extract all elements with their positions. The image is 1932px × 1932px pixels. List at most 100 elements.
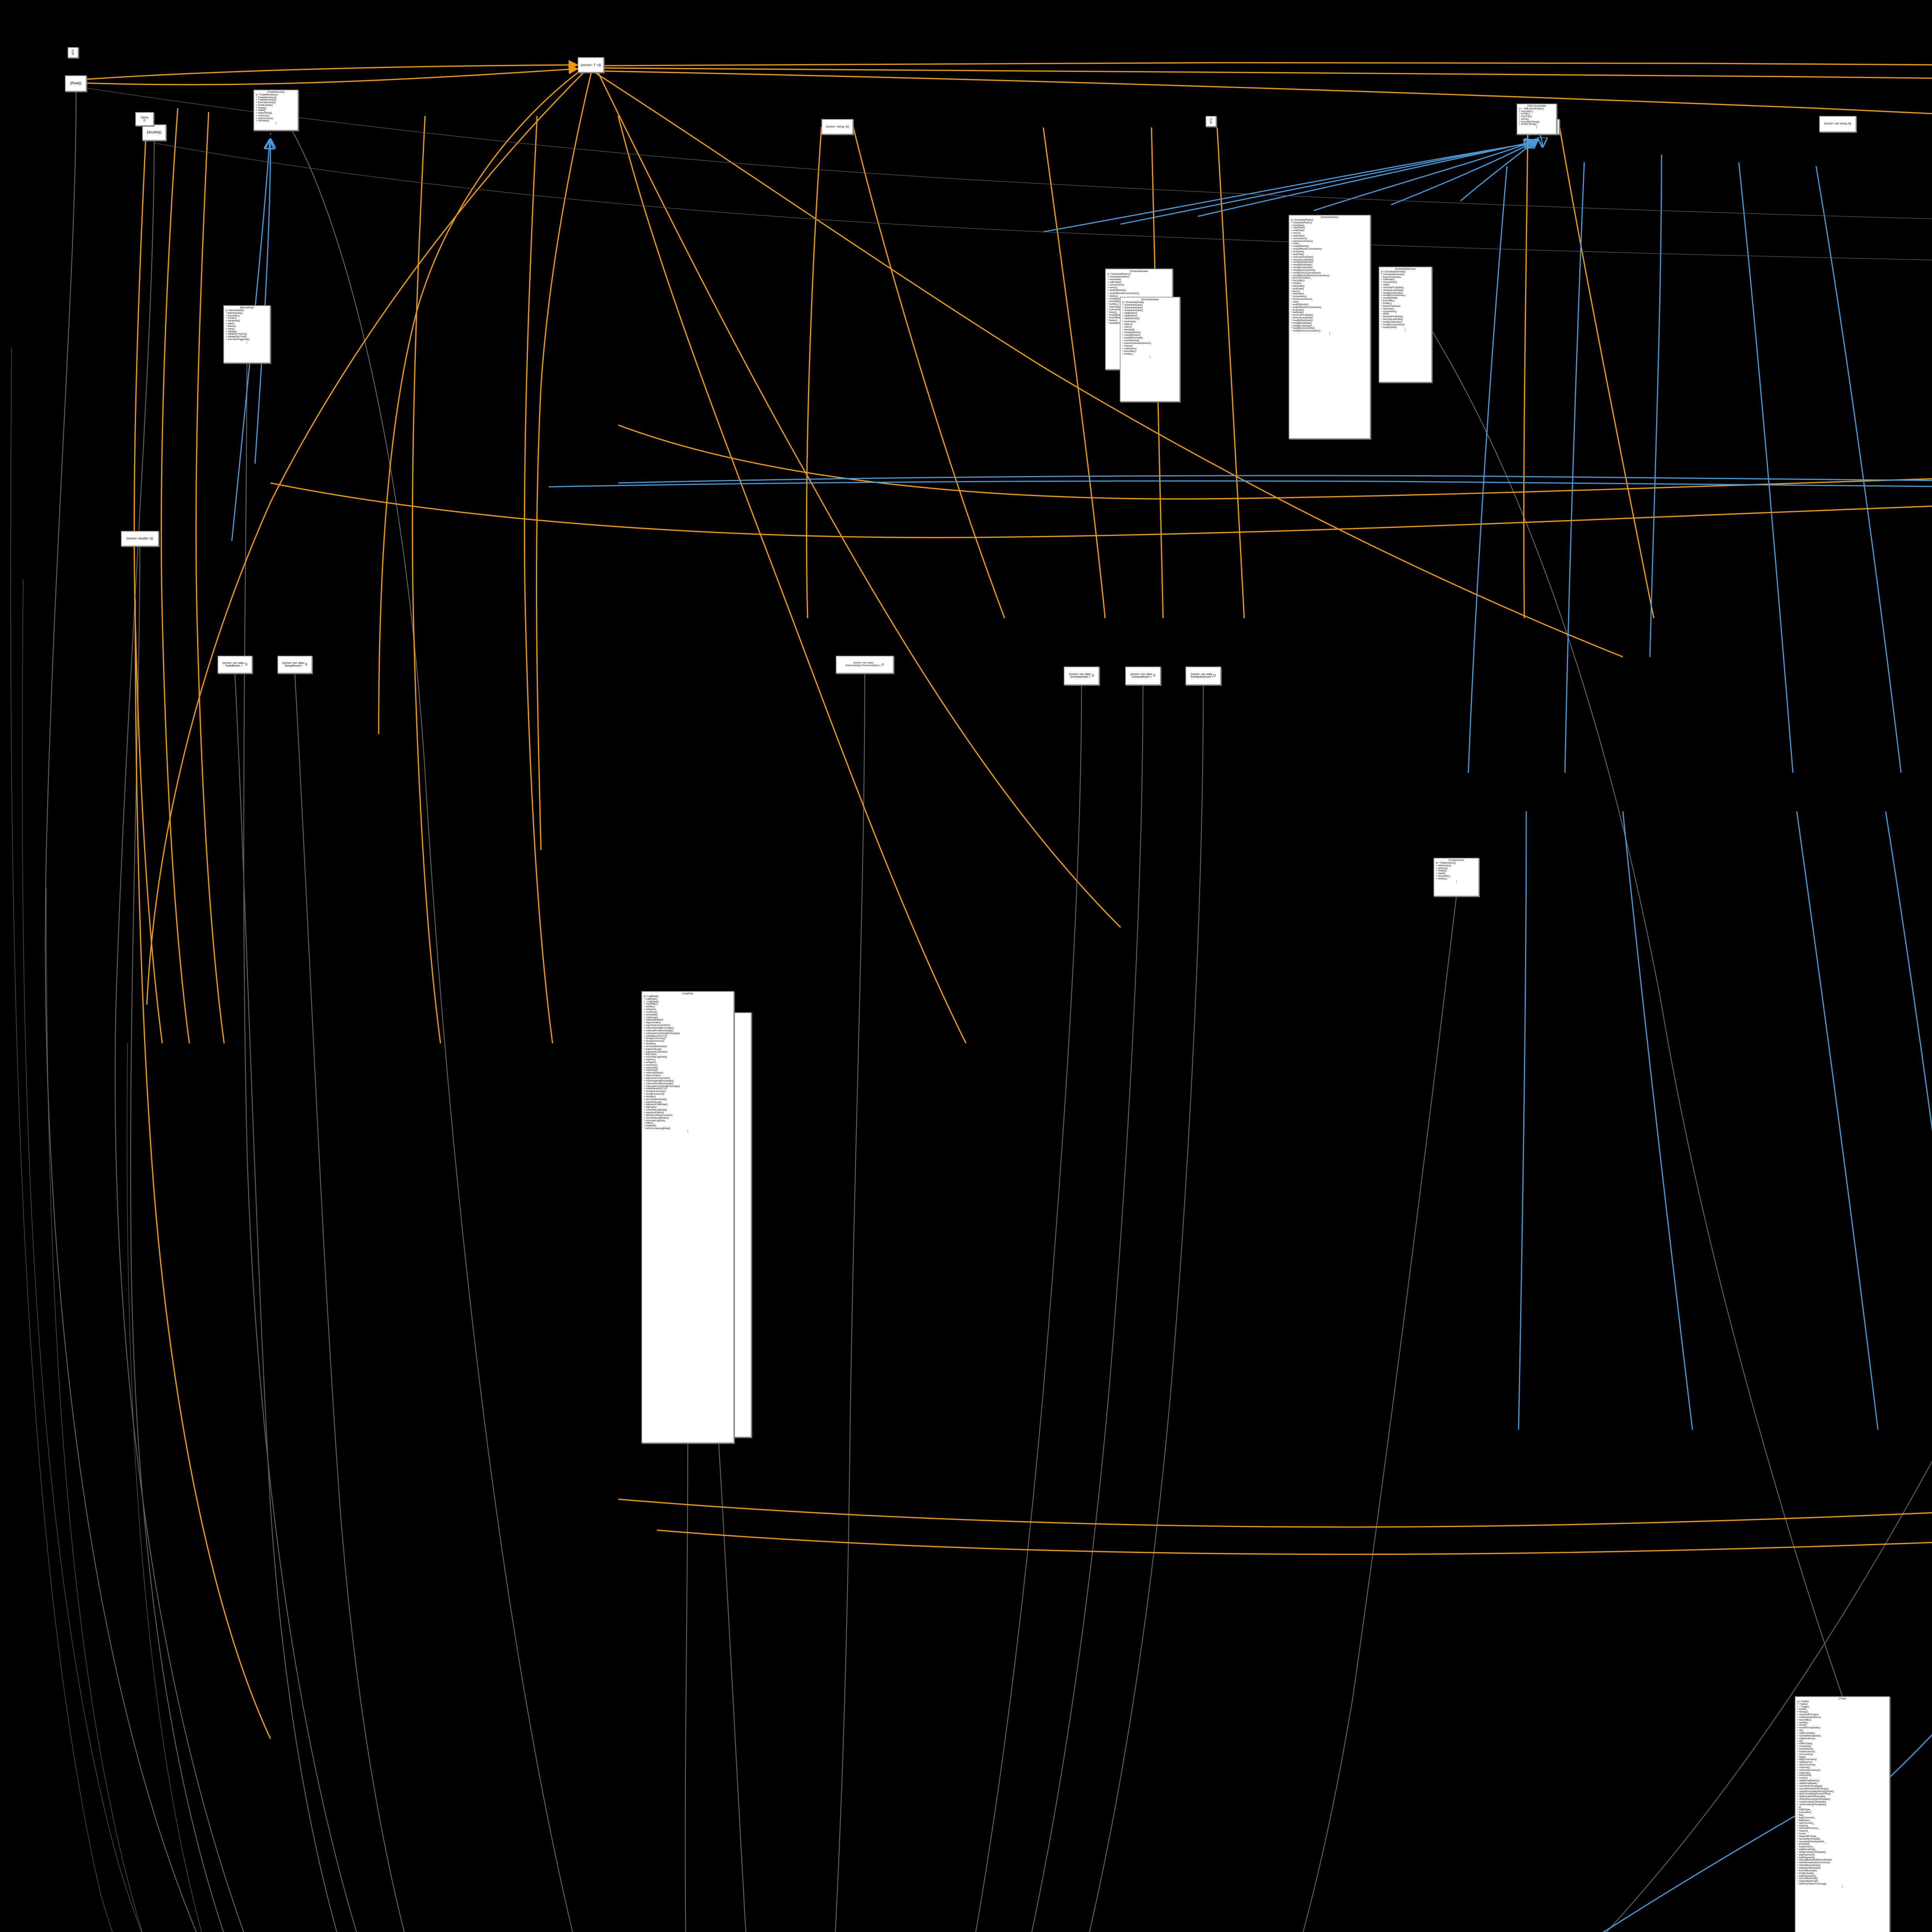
class-member: + addDerived() [1122, 317, 1140, 320]
class-member: + modifyTermConvention() [1291, 271, 1321, 274]
class-member: + firstDate() [1291, 250, 1304, 253]
class-member: * addPayments() [1797, 1874, 1816, 1878]
class-node-type-2[interactable]: {T ||} [1206, 116, 1216, 127]
class-member: + modifyConvention() [1381, 294, 1405, 297]
class-node-title: {ScheduleDates [1129, 270, 1148, 273]
class-member: * termConvention_ [1291, 277, 1312, 280]
class-node-vector-t[interactable]: {vector< T >||} [578, 57, 604, 73]
class-member: + addDates() [1122, 312, 1138, 315]
class-member: * removeLastDate() [1291, 316, 1313, 320]
class-member: + hasDerived() [1122, 339, 1139, 342]
class-member: * modifyConvention() [1291, 327, 1315, 330]
class-member: + endOfMonth() [1107, 289, 1126, 292]
class-member: + lastDate() [1291, 253, 1304, 256]
class-member: + build() [1797, 1708, 1807, 1711]
class-node-title: {vector< std::string > [1824, 122, 1849, 126]
class-member: + endOfMonth() [1291, 245, 1309, 248]
class-node-vector-trade-barrier[interactable]: {vector< ore::data:: TradeBarrier >||} [218, 656, 252, 673]
class-member: * addPayment() [1797, 1853, 1815, 1856]
class-member: + isNotResetXCCY() [644, 1087, 667, 1090]
class-member: + rebateCurrency() [226, 333, 247, 336]
class-member: * tradeActions_ [1797, 1845, 1815, 1849]
class-node-trade[interactable]: {Trade||+ Trade()+ Trade()+ ~Trade()+ bu… [1795, 1696, 1890, 1932]
class-member: * shift() [1381, 313, 1389, 316]
class-member: + endOfMonthConvention() [1291, 248, 1322, 251]
class-member: + setSensitivityTemplate() [1797, 1800, 1827, 1803]
class-member: + isPayer() [644, 1061, 656, 1064]
class-member: + foreignCurrency() [644, 1090, 666, 1093]
class-member: + name() [1122, 345, 1133, 348]
class-member: + actions() [1436, 867, 1448, 870]
class-node-close: ||} [150, 536, 153, 540]
class-node-vector-double[interactable]: {vector< double >||} [121, 531, 159, 546]
class-member: * calendar() [1291, 293, 1304, 296]
class-member: * originalNotional() [1797, 1880, 1818, 1883]
class-node-schedule-derived[interactable]: {ScheduleDerived||+ ScheduleDerived()+ S… [1379, 267, 1432, 383]
class-member: * tenor() [1291, 290, 1300, 293]
class-node-schedule-data[interactable]: {ScheduleData||+ ScheduleData()+ Schedul… [1120, 297, 1180, 402]
class-member: + TradeMonetary() [256, 96, 277, 99]
class-node-vector-range-bound[interactable]: {vector< ore::data:: RangeBound >||} [277, 656, 312, 673]
class-member: + termConvention() [1291, 240, 1313, 243]
class-member: + toXMLNode() [256, 104, 273, 107]
class-member: * termConvention() [1291, 298, 1313, 301]
class-member: * endOfMonth() [1291, 303, 1309, 306]
class-member: + initialized() [226, 320, 240, 323]
class-member: * dates() [1107, 319, 1117, 322]
class-member: ||+ ~XMLSerializable() [1519, 107, 1544, 110]
class-node-close: ||} [846, 125, 849, 129]
class-member: + clear() [1436, 872, 1446, 875]
class-node-vector-schedule-dates[interactable]: {vector< ore::data:: ScheduleDates >||} [1064, 667, 1099, 685]
class-node-type-1[interactable]: {string ||} [135, 112, 154, 126]
class-member: + fxIndex() [644, 1043, 656, 1046]
class-node-schedule-rules[interactable]: {ScheduleRules||+ ScheduleRules()+ Sched… [1289, 215, 1371, 439]
class-node-vector-premium-datum[interactable]: {vector< ore::data:: PremiumData::Premiu… [836, 656, 894, 673]
class-member: + dates() [1107, 294, 1118, 298]
class-node-close: } [1405, 328, 1406, 332]
class-member: + paymentCalendar() [644, 1050, 668, 1053]
class-member: + notionals() [644, 1069, 658, 1072]
class-member: + hasData() [1107, 278, 1121, 281]
class-member: ||+ ScheduleData() [1122, 301, 1144, 304]
class-node-title: {ScheduleData [1141, 298, 1159, 301]
class-member: + fromXML() [1797, 1718, 1811, 1721]
class-node-trade-actions[interactable]: {TradeActions||+ TradeActions()+ addActi… [1434, 858, 1479, 896]
class-node-real[interactable]: {Real||} [65, 75, 87, 92]
class-member: + calendar() [1291, 234, 1305, 237]
class-member: ||+ BarrierData() [226, 309, 244, 312]
class-node-close: } [1536, 126, 1537, 128]
class-member: + style() [226, 327, 235, 330]
class-node-close: } [1456, 880, 1457, 883]
class-member: * requiredFixings_ [1797, 1835, 1818, 1838]
class-member: * endDate() [1291, 287, 1304, 290]
class-member: + indices() [644, 1058, 656, 1061]
class-node-leg-data[interactable]: {LegData||+ LegData()+ LegData()+ ~LegDa… [641, 991, 734, 1443]
class-member: + modifyEndOfMonthConvention() [1291, 274, 1330, 277]
class-member: + rules() [1122, 325, 1132, 328]
class-member: * tenor() [1107, 311, 1117, 314]
class-member: * modifyCalendar() [1291, 324, 1312, 327]
class-node-vector-schedule-rules[interactable]: {vector< ore::data:: ScheduleRules >||} [1125, 667, 1161, 685]
class-member: + ScheduleRules() [1291, 221, 1312, 224]
class-node-xml-serializable[interactable]: {XMLSerializable||+ ~XMLSerializable()+ … [1517, 104, 1557, 134]
class-member: + tenor() [1107, 286, 1117, 289]
class-member: + amortizationData() [644, 1098, 667, 1101]
class-member: + savedCumulativePricingTime() [1797, 1790, 1834, 1793]
class-member: + notionalFinalExchange() [644, 1029, 673, 1032]
class-node-barrier-data[interactable]: {BarrierData||+ BarrierData()+ BarrierDa… [223, 305, 270, 363]
class-node-trade-monetary[interactable]: {TradeMonetary||+ TradeMonetary()+ Trade… [253, 90, 298, 131]
class-member: + savedNumberOfPricings() [1797, 1787, 1829, 1790]
class-node-vector-schedule-derived[interactable]: {vector< ore::data:: ScheduleDerived >||… [1185, 667, 1221, 685]
class-member: ||+ TradeActions() [1436, 861, 1456, 864]
class-member: * modifyEndDate() [1291, 321, 1312, 325]
class-member: + fromXMLString() [1519, 120, 1540, 123]
class-node-type-0[interactable]: {T ||} [68, 47, 78, 58]
class-node-vector-std-string[interactable]: {vector< std::string >||} [1819, 116, 1856, 132]
class-node-close: ||} [305, 663, 308, 666]
class-member: + modifyDerived() [1122, 336, 1143, 339]
class-node-vector-string-1[interactable]: {vector< string >||} [821, 119, 853, 134]
class-member: + legType() [644, 1106, 657, 1109]
class-member: * envelope_ [1797, 1843, 1811, 1846]
class-node-double[interactable]: {double||} [142, 124, 166, 141]
class-member: * fromXML() [1122, 350, 1136, 353]
